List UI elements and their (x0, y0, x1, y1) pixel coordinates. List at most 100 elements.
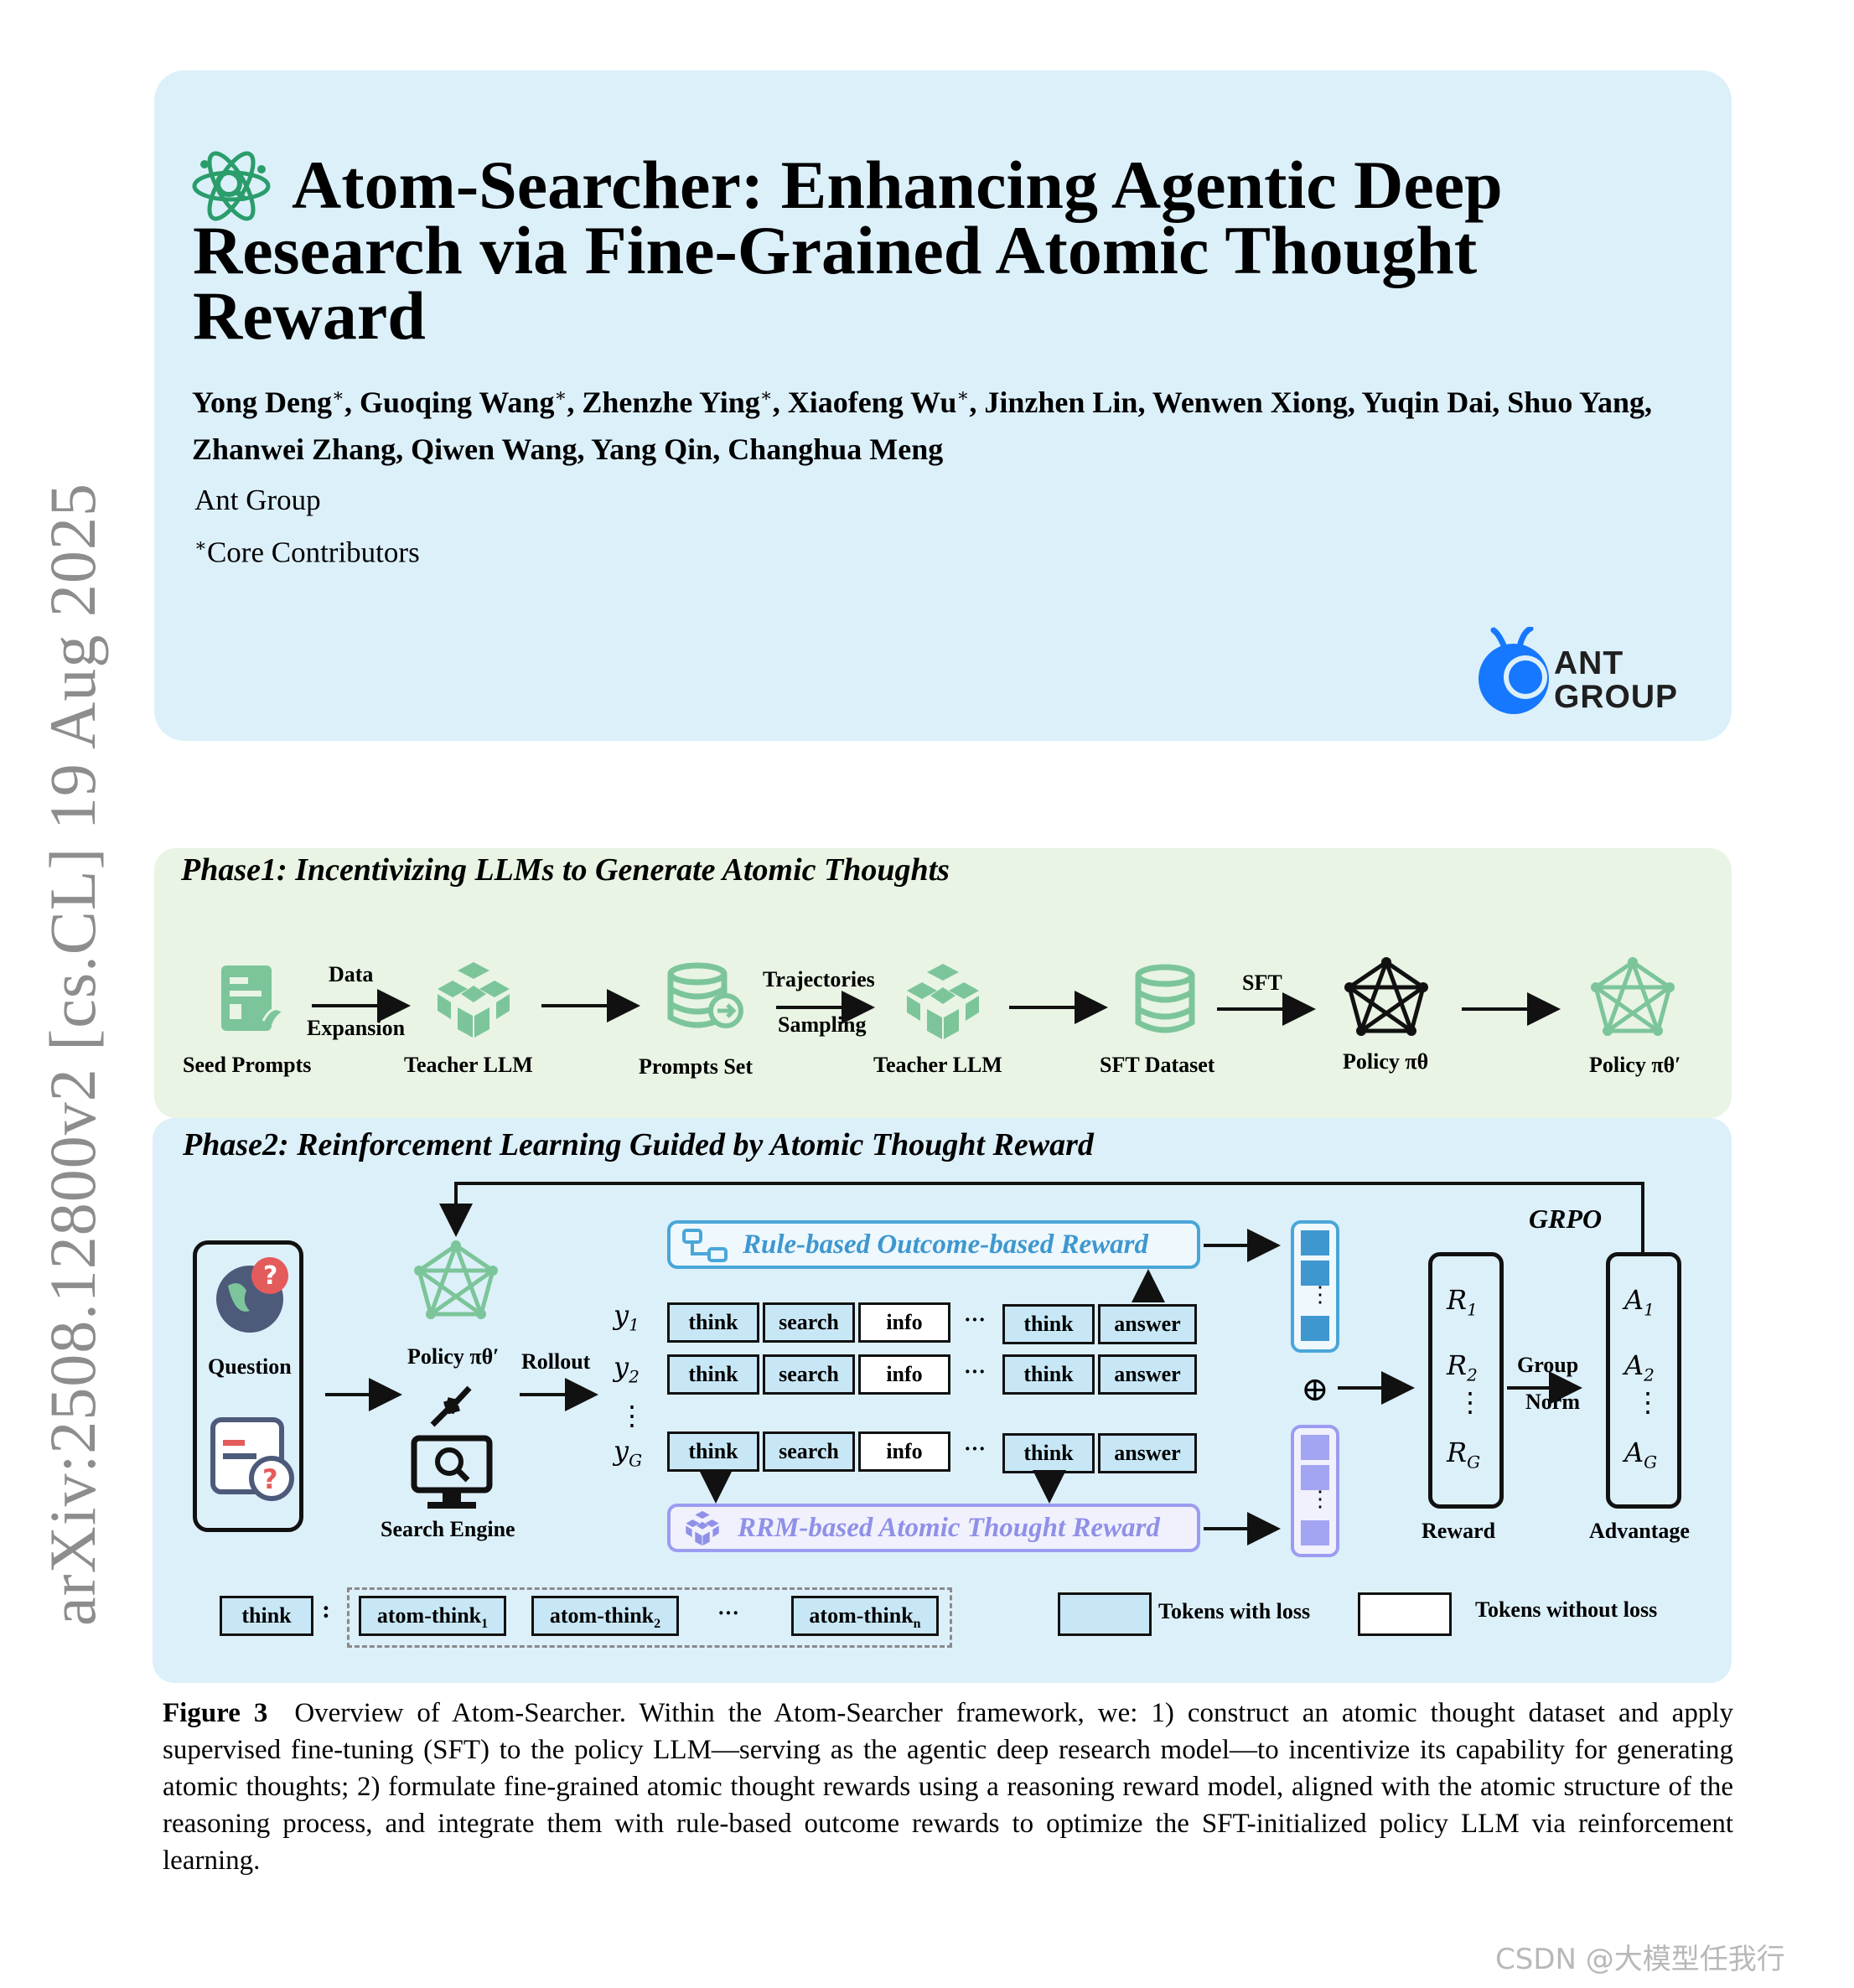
ant-group-logo-text: ANT GROUP (1554, 645, 1679, 715)
globe-question-icon: ? (216, 1257, 288, 1333)
token-search: search (763, 1354, 855, 1395)
watermark: CSDN @大模型任我行 (1495, 1943, 1785, 1976)
rrm-reward-box: RRM-based Atomic Thought Reward (667, 1504, 1200, 1552)
author-list: Yong Deng∗, Guoqing Wang∗, Zhenzhe Ying∗… (192, 385, 1653, 466)
reward-rg: RG (1447, 1437, 1481, 1473)
affiliation: Ant Group ∗Core Contributors (194, 484, 420, 569)
legend-colon: : (322, 1596, 330, 1623)
rollout-label: Rollout (521, 1349, 591, 1374)
node-teacher-llm-1: Teacher LLM (404, 1053, 533, 1077)
database-icon (1135, 964, 1195, 1033)
token-answer: answer (1098, 1304, 1197, 1344)
network-icon (414, 1240, 498, 1319)
token-search: search (763, 1302, 855, 1343)
flowchart-icon (682, 1229, 728, 1262)
row-ellipsis: ··· (964, 1307, 987, 1332)
advantage-a1: A1 (1624, 1284, 1655, 1320)
token-think: think (1002, 1354, 1095, 1395)
row-ellipsis: ··· (964, 1437, 987, 1461)
edge-label-sft: SFT (1242, 971, 1282, 995)
legend-atom-think-1: atom-think1 (359, 1596, 506, 1636)
node-seed-prompts: Seed Prompts (183, 1053, 312, 1077)
search-engine-icon (411, 1435, 493, 1509)
legend-without-loss-label: Tokens without loss (1475, 1597, 1658, 1622)
phase1-arrows (312, 989, 1561, 1026)
reward-label: Reward (1422, 1519, 1496, 1543)
header-card: Atom-Searcher: Enhancing Agentic Deep Re… (154, 70, 1732, 741)
question-label: Question (208, 1354, 292, 1379)
stack-cell (1301, 1435, 1329, 1460)
token-think: think (667, 1354, 759, 1395)
node-prompts-set: Prompts Set (639, 1054, 754, 1079)
phase2-title: Phase2: Reinforcement Learning Guided by… (183, 1127, 1094, 1162)
stack-vdots: ⋮ (1309, 1487, 1331, 1511)
stack-cell (1301, 1230, 1329, 1255)
token-answer: answer (1098, 1433, 1197, 1473)
node-policy-theta: Policy πθ (1343, 1049, 1429, 1074)
stack-vdots: ⋮ (1309, 1282, 1331, 1307)
search-engine-label: Search Engine (381, 1517, 515, 1541)
network-icon (1591, 957, 1675, 1036)
stack-cell (1301, 1261, 1329, 1286)
cube-cluster-icon (438, 962, 510, 1038)
advantage-vdots: ⋮ (1634, 1386, 1661, 1418)
advantage-a2: A2 (1624, 1349, 1655, 1385)
reward-r1: R1 (1447, 1284, 1478, 1320)
node-policy-theta-prime: Policy πθ′ (1589, 1053, 1681, 1077)
legend-without-loss-swatch (1358, 1592, 1452, 1636)
node-teacher-llm-2: Teacher LLM (873, 1053, 1002, 1077)
legend-think-token: think (220, 1596, 313, 1636)
token-think: think (667, 1431, 759, 1472)
paper-title: Atom-Searcher: Enhancing Agentic Deep Re… (193, 147, 1503, 354)
policy-label: Policy πθ′ (407, 1344, 500, 1369)
edge-label-data: Data (329, 962, 374, 986)
cube-cluster-icon (686, 1510, 719, 1546)
advantage-label: Advantage (1589, 1519, 1690, 1543)
svg-text:?: ? (263, 1261, 277, 1291)
ant-group-logo (1479, 627, 1549, 714)
legend-atom-think-n: atom-thinkn (791, 1596, 939, 1636)
phase2-arrows (325, 1182, 1644, 1545)
document-question-icon: ? (210, 1417, 294, 1501)
token-search: search (763, 1431, 855, 1472)
svg-text:?: ? (262, 1463, 278, 1495)
token-think: think (1002, 1304, 1095, 1344)
y-vdots: ⋮ (619, 1400, 645, 1431)
question-container (193, 1240, 303, 1532)
legend-with-loss-swatch (1058, 1592, 1152, 1636)
legend-with-loss-label: Tokens with loss (1158, 1599, 1311, 1623)
caption-label: Figure 3 (163, 1698, 268, 1728)
legend-atom-think-2: atom-think2 (531, 1596, 679, 1636)
yg-label: yG (614, 1435, 643, 1471)
arxiv-stamp: arXiv:2508.12800v2 [cs.CL] 19 Aug 2025 (36, 483, 109, 1626)
node-sft-dataset: SFT Dataset (1100, 1053, 1215, 1077)
swap-icon (430, 1385, 472, 1427)
advantage-column (1606, 1252, 1681, 1509)
oplus-symbol: ⊕ (1301, 1370, 1329, 1408)
token-info: info (858, 1354, 950, 1395)
stack-cell (1301, 1520, 1329, 1545)
legend-ellipsis: ··· (717, 1601, 740, 1625)
reward-r2: R2 (1447, 1349, 1478, 1385)
atom-search-icon (192, 151, 271, 221)
reward-vdots: ⋮ (1457, 1386, 1484, 1418)
atom-think-group (347, 1587, 952, 1648)
caption-text: Overview of Atom-Searcher. Within the At… (163, 1698, 1733, 1876)
y1-label: y1 (614, 1299, 640, 1335)
token-answer: answer (1098, 1354, 1197, 1395)
row-ellipsis: ··· (964, 1359, 987, 1384)
phase1-panel: Phase1: Incentivizing LLMs to Generate A… (154, 848, 1732, 1118)
reward-column (1428, 1252, 1504, 1509)
token-info: info (858, 1302, 950, 1343)
network-icon (1344, 957, 1428, 1036)
phase1-title: Phase1: Incentivizing LLMs to Generate A… (181, 852, 950, 888)
grpo-label: GRPO (1529, 1204, 1603, 1234)
cube-cluster-icon (907, 964, 979, 1039)
stack-cell (1301, 1465, 1329, 1490)
token-think: think (667, 1302, 759, 1343)
token-info: info (858, 1431, 950, 1472)
document-icon (221, 966, 286, 1031)
figure-caption: Figure 3 Overview of Atom-Searcher. With… (163, 1695, 1733, 1879)
database-arrow-icon (667, 962, 743, 1028)
edge-label-trajectories: Trajectories (763, 967, 875, 991)
